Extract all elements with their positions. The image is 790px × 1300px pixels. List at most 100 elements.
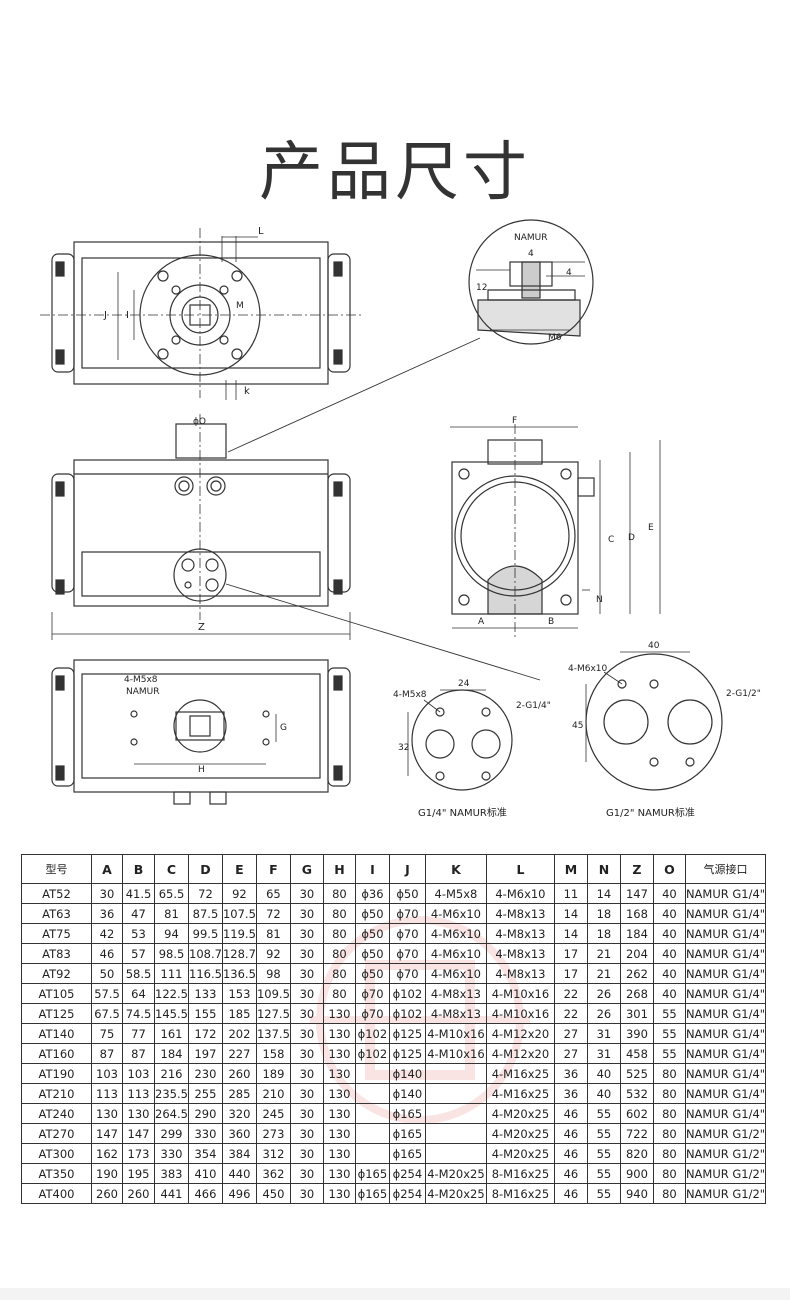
table-cell: ϕ70: [388, 903, 426, 924]
table-cell: 80: [652, 1083, 686, 1104]
table-cell: 30: [289, 1183, 324, 1204]
table-cell: 330: [154, 1143, 189, 1164]
table-cell: ϕ254: [388, 1183, 426, 1204]
table-cell: 55: [586, 1123, 621, 1144]
table-cell: 130: [322, 1143, 356, 1164]
table-cell: 27: [553, 1023, 588, 1044]
table-cell: 940: [619, 1183, 654, 1204]
table-cell: 4-M6x10: [485, 883, 555, 904]
table-cell: 130: [322, 1083, 356, 1104]
table-cell: 72: [255, 903, 291, 924]
table-cell: AT190: [21, 1063, 92, 1084]
table-cell: 77: [122, 1023, 155, 1044]
table-cell: 94: [154, 923, 189, 944]
table-cell: [354, 1123, 390, 1144]
table-cell: 466: [188, 1183, 223, 1204]
table-cell: 440: [221, 1163, 257, 1184]
table-cell: 30: [289, 1083, 324, 1104]
table-cell: 4-M10x16: [424, 1043, 487, 1064]
dim-label: 24: [458, 679, 470, 689]
table-cell: 14: [553, 903, 588, 924]
table-cell: [424, 1123, 487, 1144]
column-header: O: [652, 854, 686, 884]
column-header: A: [91, 854, 123, 884]
table-cell: 50: [91, 963, 123, 984]
table-cell: 4-M16x25: [485, 1063, 555, 1084]
table-cell: 210: [255, 1083, 291, 1104]
table-cell: ϕ102: [388, 983, 426, 1004]
table-cell: 36: [91, 903, 123, 924]
column-header: M: [553, 854, 588, 884]
table-cell: 320: [221, 1103, 257, 1124]
table-cell: 36: [553, 1063, 588, 1084]
table-cell: 30: [289, 1003, 324, 1024]
column-header: K: [424, 854, 487, 884]
table-cell: 40: [652, 983, 686, 1004]
column-header: J: [388, 854, 426, 884]
table-cell: 55: [586, 1103, 621, 1124]
table-cell: ϕ165: [354, 1183, 390, 1204]
dim-label: 32: [398, 743, 409, 753]
table-cell: 450: [255, 1183, 291, 1204]
dim-label: G: [280, 723, 287, 733]
dim-label: B: [548, 617, 554, 627]
table-cell: 40: [652, 943, 686, 964]
table-cell: 119.5: [221, 923, 257, 944]
table-cell: AT350: [21, 1163, 92, 1184]
table-cell: ϕ70: [354, 983, 390, 1004]
table-cell: NAMUR G1/4": [684, 963, 767, 984]
table-cell: 36: [553, 1083, 588, 1104]
table-cell: AT240: [21, 1103, 92, 1124]
table-cell: 21: [586, 943, 621, 964]
table-cell: 107.5: [221, 903, 257, 924]
table-cell: 21: [586, 963, 621, 984]
table-cell: ϕ50: [354, 963, 390, 984]
table-cell: NAMUR G1/4": [684, 1063, 767, 1084]
bottom-view: [51, 659, 351, 805]
table-cell: 80: [652, 1143, 686, 1164]
table-cell: 145.5: [154, 1003, 189, 1024]
table-cell: 4-M10x16: [485, 983, 555, 1004]
table-cell: AT105: [21, 983, 92, 1004]
table-cell: ϕ70: [388, 923, 426, 944]
dim-label: k: [244, 386, 250, 397]
table-cell: [424, 1083, 487, 1104]
front-view: [51, 414, 351, 640]
table-cell: 55: [652, 1043, 686, 1064]
g14-flange: [407, 689, 513, 791]
column-header: E: [221, 854, 257, 884]
dim-label: 40: [648, 641, 660, 651]
table-cell: 99.5: [188, 923, 223, 944]
table-cell: 130: [322, 1163, 356, 1184]
dim-label: N: [596, 595, 603, 605]
table-cell: NAMUR G1/4": [684, 903, 767, 924]
table-cell: 30: [289, 1023, 324, 1044]
table-cell: 301: [619, 1003, 654, 1024]
table-cell: NAMUR G1/4": [684, 1003, 767, 1024]
dim-label: M: [236, 301, 244, 311]
dim-label: 4: [566, 268, 572, 278]
table-cell: 17: [553, 963, 588, 984]
column-header: 气源接口: [684, 854, 767, 884]
table-cell: 98: [255, 963, 291, 984]
table-cell: 46: [91, 943, 123, 964]
table-cell: 98.5: [154, 943, 189, 964]
dim-label: 45: [572, 721, 583, 731]
table-cell: 103: [91, 1063, 123, 1084]
table-cell: ϕ50: [354, 943, 390, 964]
table-cell: AT160: [21, 1043, 92, 1064]
table-cell: 75: [91, 1023, 123, 1044]
table-cell: 496: [221, 1183, 257, 1204]
table-cell: 255: [188, 1083, 223, 1104]
column-header: G: [289, 854, 324, 884]
table-cell: 27: [553, 1043, 588, 1064]
table-cell: 354: [188, 1143, 223, 1164]
table-cell: 127.5: [255, 1003, 291, 1024]
table-cell: 158: [255, 1043, 291, 1064]
table-cell: 130: [322, 1103, 356, 1124]
